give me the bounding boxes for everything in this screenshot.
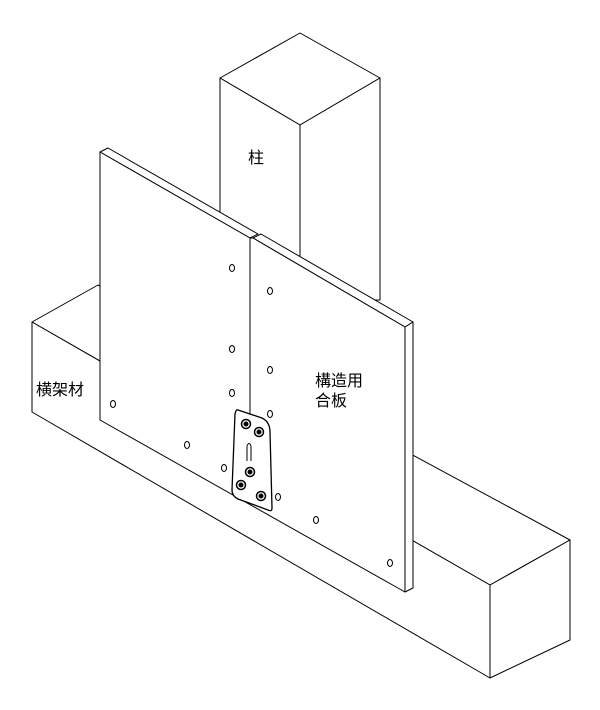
label-plywood-line2: 合板 — [315, 391, 348, 410]
nail-holes — [110, 264, 393, 567]
slot — [246, 443, 252, 461]
label-plywood-line1: 構造用 — [315, 371, 364, 390]
label-beam: 横架材 — [36, 380, 85, 399]
bolts — [235, 418, 267, 502]
label-column: 柱 — [248, 148, 265, 167]
metal-plate — [231, 409, 273, 512]
plywood-panel — [99, 147, 414, 593]
